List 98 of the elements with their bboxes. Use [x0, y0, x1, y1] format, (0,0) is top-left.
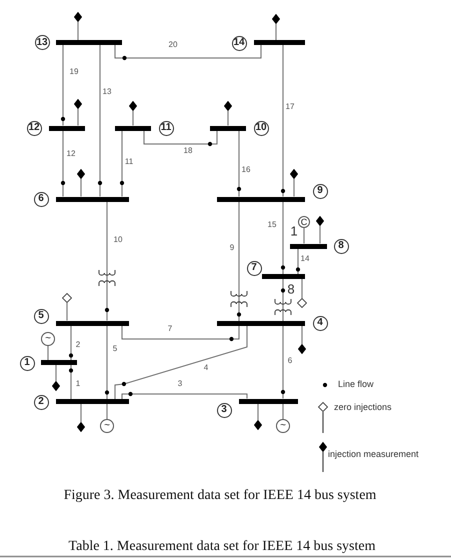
zero-injection-diamond	[62, 293, 72, 303]
line-number: 9	[230, 244, 234, 252]
line-number: 17	[286, 103, 294, 111]
branch-line	[280, 201, 286, 274]
line-number: 14	[300, 255, 310, 263]
annotation-number: 1	[290, 224, 298, 238]
bus-number-label: 7	[246, 260, 262, 276]
branch-line	[280, 278, 286, 322]
bus-number-label: 14	[232, 36, 246, 50]
branch-line	[104, 201, 110, 321]
bus-bar	[217, 196, 305, 202]
line-number: 12	[66, 150, 76, 158]
bus-bar	[254, 40, 305, 45]
bus-number-label: 13	[34, 35, 50, 50]
branch-line	[280, 326, 286, 399]
bus-number-label: 11	[158, 120, 174, 136]
bus-number-label: 10	[254, 120, 268, 136]
zero-injection-diamond	[297, 298, 307, 308]
line-number: 6	[288, 357, 292, 365]
branch-line	[68, 364, 74, 400]
bus-number-label: 5	[34, 308, 48, 324]
line-number: 19	[70, 68, 78, 76]
line-number: 15	[268, 221, 276, 229]
generator-symbol: ~	[100, 419, 114, 433]
bus-bar	[49, 126, 85, 130]
bus-number-label: 12	[26, 120, 42, 136]
generator-symbol: ~	[276, 419, 290, 433]
bus-number-label: 3	[216, 402, 232, 418]
injection-diamond	[77, 422, 85, 432]
figure-caption: Figure 3. Measurement data set for IEEE 14 bus system	[64, 489, 376, 503]
line-number: 18	[184, 147, 192, 155]
bus-number-label: 1	[20, 356, 34, 370]
line-number: 2	[76, 341, 80, 349]
branch-line	[144, 130, 218, 146]
legend-label: zero injections	[334, 403, 392, 412]
branch-line	[280, 44, 286, 197]
lead-line	[132, 110, 134, 126]
bus-bar	[56, 196, 129, 202]
lead-line	[80, 178, 82, 197]
line-number: 11	[124, 158, 134, 166]
injection-diamond	[129, 101, 137, 111]
lead-line	[106, 404, 108, 420]
bus-bar	[239, 398, 298, 404]
bus-bar	[262, 274, 305, 279]
line-number: 3	[178, 380, 182, 388]
branch-line	[120, 130, 124, 197]
branch-line	[122, 392, 248, 400]
legend-label: Line flow	[338, 380, 374, 389]
bus-number-label: 6	[34, 192, 48, 206]
branch-line	[104, 325, 110, 400]
branch-line	[236, 201, 242, 322]
branch-line	[114, 326, 248, 400]
bus-bar	[56, 399, 129, 404]
lead-line	[80, 404, 82, 422]
lead-line	[282, 403, 284, 420]
bus-bar	[217, 321, 305, 326]
injection-diamond	[224, 101, 232, 111]
injection-diamond	[52, 381, 60, 391]
branch-line	[122, 325, 240, 342]
generator-symbol: ~	[41, 332, 55, 346]
injection-diamond	[74, 12, 82, 22]
branch-line	[68, 325, 74, 360]
bus-bar	[56, 40, 122, 45]
bus-bar	[210, 126, 246, 130]
branch-line	[236, 130, 242, 197]
line-number: 7	[168, 325, 172, 333]
condenser-symbol: C	[298, 216, 310, 228]
injection-diamond	[272, 14, 280, 24]
branch-line	[60, 44, 66, 126]
legend-label: injection measurement	[328, 450, 419, 459]
bus-bar	[56, 320, 129, 326]
lead-line	[66, 302, 68, 321]
bus-number-label: 8	[334, 238, 348, 254]
bus-number-label: 2	[34, 394, 48, 410]
injection-diamond	[74, 99, 82, 109]
branch-line	[296, 248, 300, 274]
line-number: 5	[112, 345, 118, 353]
line-number: 20	[168, 41, 178, 49]
injection-diamond	[290, 169, 298, 179]
injection-diamond	[77, 169, 85, 179]
line-number: 16	[242, 166, 250, 174]
line-number: 1	[76, 380, 80, 388]
bus-bar	[290, 244, 327, 248]
line-number: 4	[204, 364, 208, 372]
bus-bar	[115, 126, 151, 130]
line-number: 8	[287, 282, 295, 296]
injection-diamond	[298, 344, 306, 354]
bus-number-label: 4	[312, 316, 328, 330]
line-number: 13	[102, 88, 112, 96]
table-caption: Table 1. Measurement data set for IEEE 14 bus system	[68, 540, 376, 554]
bus-number-label: 9	[312, 184, 328, 198]
branch-line	[98, 44, 102, 197]
injection-diamond	[254, 420, 262, 430]
line-number: 10	[114, 236, 122, 244]
bus-bar	[41, 360, 77, 365]
branch-line	[60, 130, 66, 197]
branch-line	[114, 44, 262, 60]
injection-diamond	[316, 216, 324, 226]
